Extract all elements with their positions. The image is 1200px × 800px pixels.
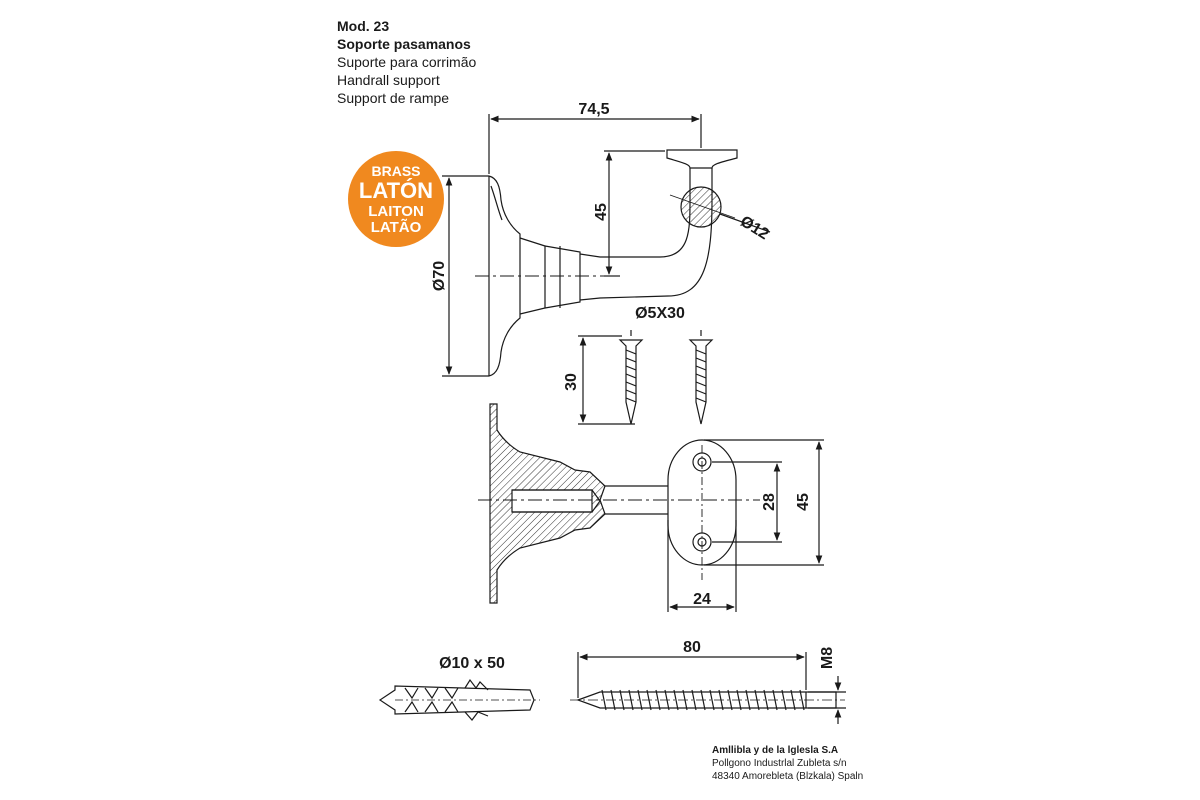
text-24: 24 — [693, 591, 711, 608]
dim-74-5 — [488, 114, 702, 174]
text-74-5: 74,5 — [578, 101, 609, 118]
material-badge: BRASS LATÓN LAITON LATÃO — [348, 151, 444, 247]
company-block: Amllibla y de la lglesla S.A Pollgono In… — [712, 744, 863, 783]
dim-80 — [577, 652, 807, 698]
product-name-es: Soporte pasamanos — [337, 36, 471, 52]
dim-24 — [667, 520, 737, 612]
dim-45-side — [604, 150, 665, 277]
dim-28 — [712, 461, 782, 543]
company-name: Amllibla y de la lglesla S.A — [712, 745, 839, 756]
badge-brass: BRASS — [371, 162, 421, 179]
dim-45-plate — [704, 439, 824, 566]
text-28: 28 — [761, 493, 778, 511]
text-12: Ø12 — [737, 213, 772, 243]
wall-plug — [378, 678, 540, 721]
dim-70 — [442, 175, 489, 377]
text-5x30: Ø5X30 — [635, 305, 685, 322]
side-view — [475, 149, 738, 377]
product-name-en: Handrall support — [337, 72, 440, 88]
company-address-2: 48340 Amorebleta (Blzkala) Spaln — [712, 771, 864, 782]
text-30: 30 — [563, 373, 580, 391]
product-name-fr: Support de rampe — [337, 90, 450, 106]
badge-laiton: LAITON — [368, 202, 424, 220]
lag-bolt — [570, 689, 845, 711]
screw-left — [618, 330, 644, 425]
text-80: 80 — [683, 639, 701, 656]
text-45-plate: 45 — [795, 493, 812, 511]
product-name-pt: Suporte para corrimão — [337, 54, 477, 70]
text-70: Ø70 — [431, 261, 448, 291]
screw-right — [688, 330, 714, 425]
header-block: Mod. 23 Soporte pasamanos Suporte para c… — [337, 17, 476, 107]
company-address-1: Pollgono Industrlal Zubleta s/n — [712, 758, 847, 769]
text-45-side: 45 — [593, 203, 610, 221]
text-m8: M8 — [819, 647, 836, 669]
section-view — [478, 403, 760, 604]
model-number: Mod. 23 — [337, 18, 390, 34]
dim-30 — [578, 335, 635, 425]
dim-12-leader — [719, 213, 771, 233]
badge-laton: LATÓN — [358, 177, 434, 203]
text-10x50: Ø10 x 50 — [439, 655, 505, 672]
badge-latao: LATÃO — [370, 218, 422, 236]
dim-m8 — [808, 676, 846, 724]
